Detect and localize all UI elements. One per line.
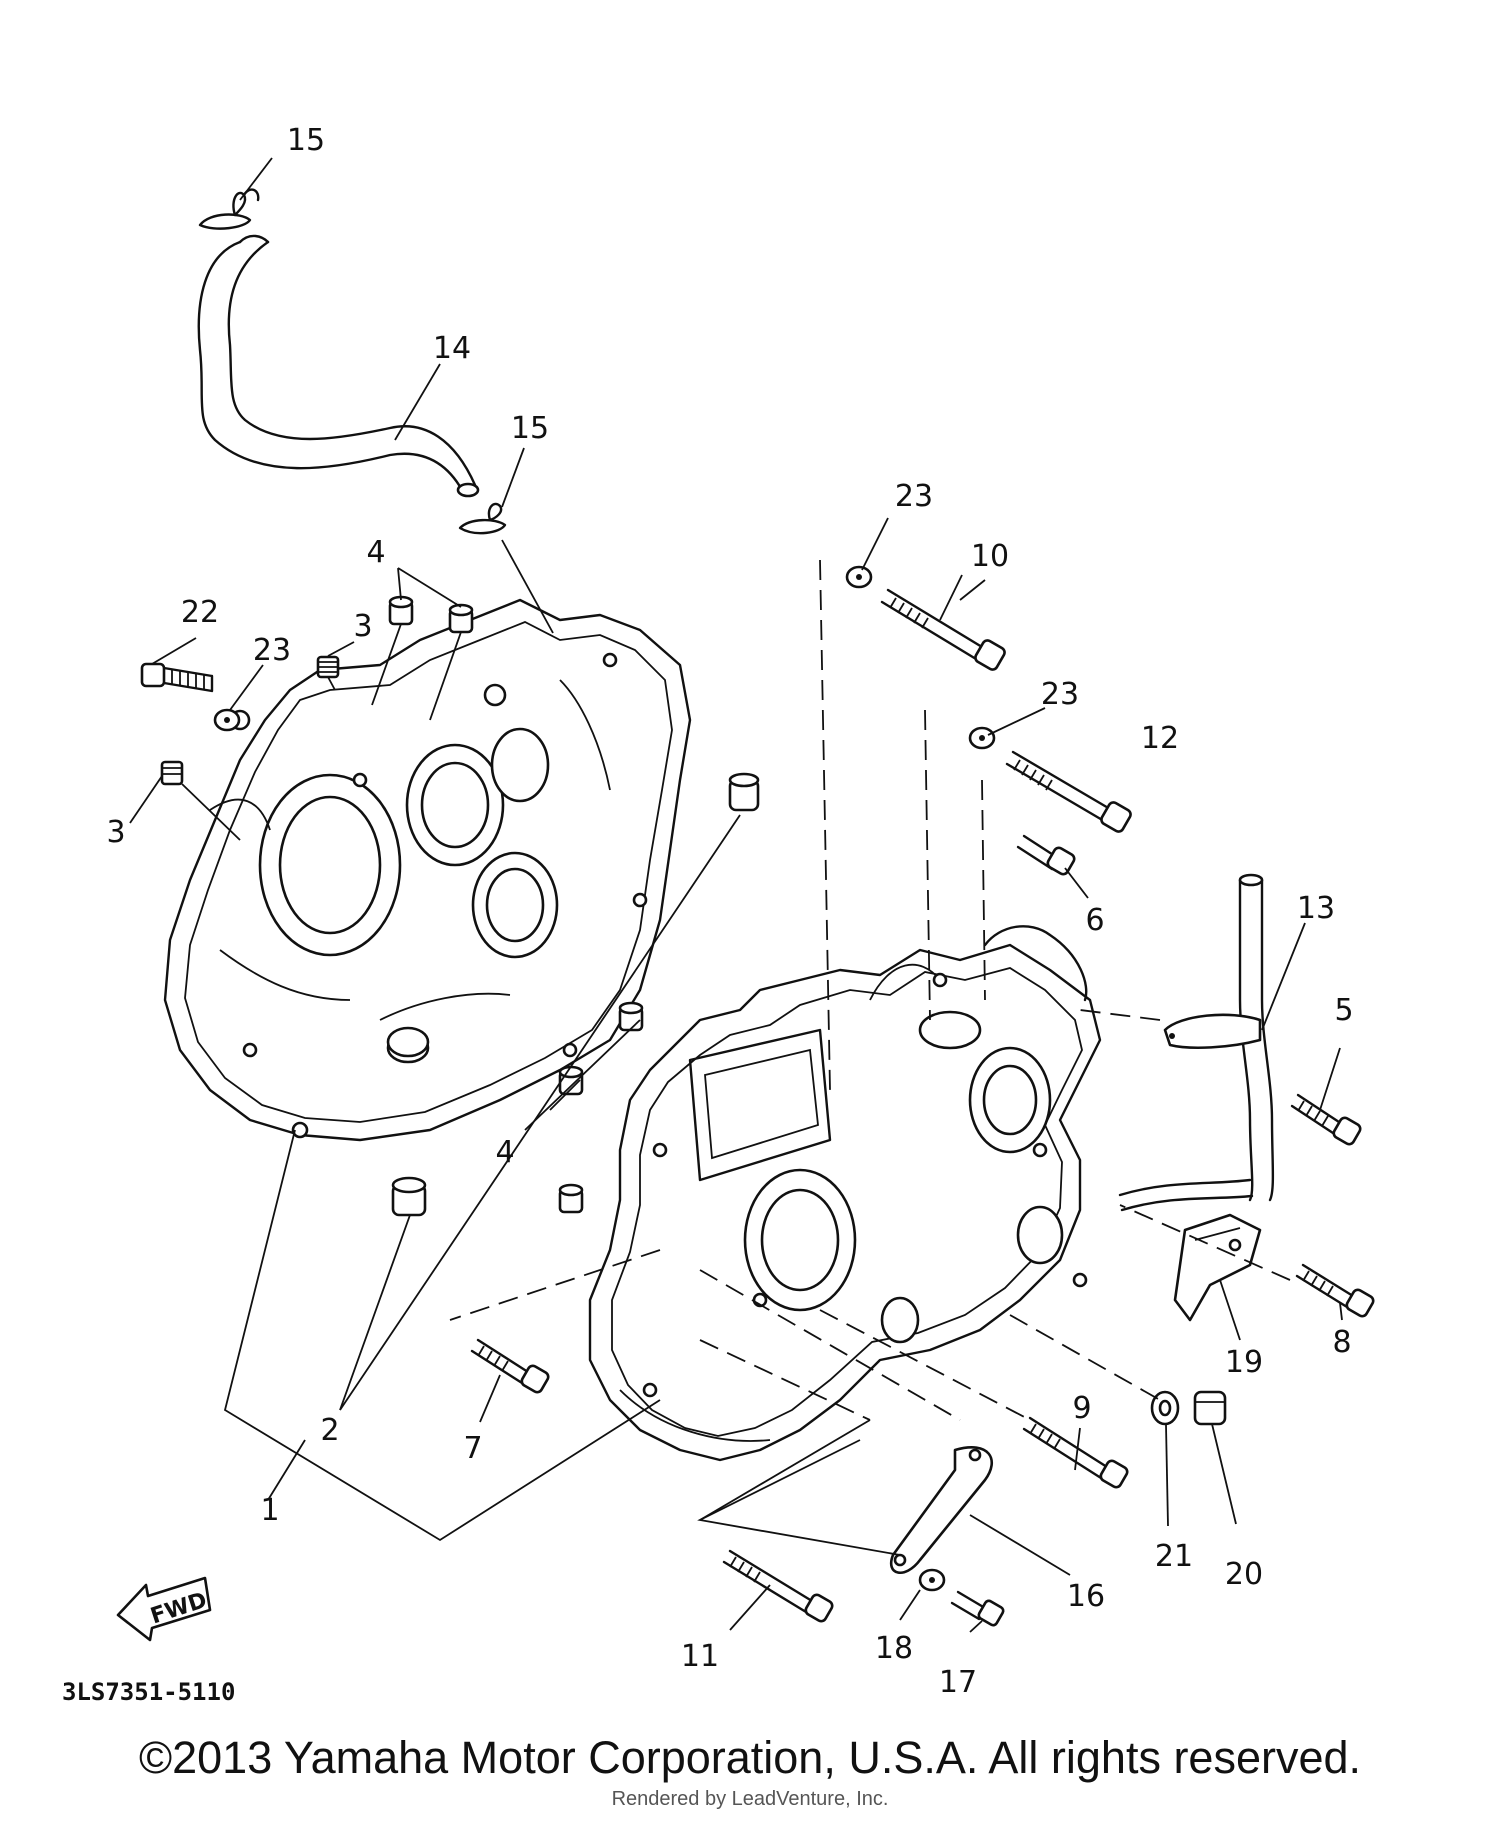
leader-lines (129, 157, 1343, 1633)
bolt-22 (140, 662, 214, 693)
hose-clamp-13 (1163, 1013, 1262, 1050)
breather-hose (197, 234, 480, 498)
collar-4-lower-b (618, 1001, 644, 1032)
callout-10: 10 (971, 539, 1009, 574)
callout-19: 19 (1225, 1345, 1263, 1380)
callout-8: 8 (1332, 1325, 1351, 1360)
washer-18 (918, 1568, 946, 1592)
callout-3-left: 3 (106, 815, 125, 850)
washer-23-top (845, 565, 873, 589)
callout-4-top: 4 (366, 535, 385, 570)
bolt-5 (1290, 1093, 1362, 1146)
callout-13: 13 (1297, 891, 1335, 926)
drain-plug-20 (1193, 1390, 1227, 1426)
callout-18: 18 (875, 1631, 913, 1666)
collar-4-right (448, 603, 474, 634)
rendered-by-credit: Rendered by LeadVenture, Inc. (611, 1788, 889, 1810)
bolt-6 (1016, 834, 1076, 876)
washer-21 (1150, 1390, 1180, 1426)
dowel-pin-bottom (391, 1176, 427, 1217)
bolt-11 (722, 1549, 834, 1623)
callout-22: 22 (181, 595, 219, 630)
callout-7: 7 (463, 1431, 482, 1466)
hose-clip-lower (458, 502, 507, 535)
washer-23-mid (968, 726, 996, 750)
washer-23-left (213, 708, 241, 732)
callout-20: 20 (1225, 1557, 1263, 1592)
callout-4-lower: 4 (495, 1135, 514, 1170)
callout-2: 2 (320, 1413, 339, 1448)
callout-23-mid: 23 (1041, 677, 1079, 712)
hose-clip-upper (198, 188, 260, 230)
forward-arrow-icon: FWD (116, 1576, 212, 1642)
callout-11: 11 (681, 1639, 719, 1674)
collar-lower-left (558, 1183, 584, 1214)
callout-6: 6 (1085, 903, 1104, 938)
diagram-reference-code: 3LS7351-5110 (62, 1678, 235, 1706)
bracket-19 (1173, 1213, 1262, 1322)
callout-17: 17 (939, 1665, 977, 1700)
bolt-9 (1022, 1416, 1129, 1489)
callout-14: 14 (433, 331, 471, 366)
dowel-pin-top (728, 772, 760, 812)
callout-12: 12 (1141, 721, 1179, 756)
callout-23-top: 23 (895, 479, 933, 514)
callout-numbers: 15 14 15 4 3 22 23 3 23 10 23 12 6 13 5 … (106, 123, 1353, 1700)
bolt-17 (950, 1590, 1005, 1627)
copyright-notice: ©2013 Yamaha Motor Corporation, U.S.A. A… (138, 1732, 1362, 1783)
plug-3-left (160, 760, 184, 786)
callout-15-mid: 15 (511, 411, 549, 446)
left-crankcase-half (163, 598, 692, 1142)
plug-3-top (316, 655, 340, 679)
callout-1: 1 (260, 1493, 279, 1528)
callout-21: 21 (1155, 1539, 1193, 1574)
callout-15-top: 15 (287, 123, 325, 158)
collar-4-left (388, 595, 414, 626)
callout-9: 9 (1072, 1391, 1091, 1426)
callout-5: 5 (1334, 993, 1353, 1028)
callout-16: 16 (1067, 1579, 1105, 1614)
bolt-10 (880, 588, 1006, 671)
bolt-12 (1005, 750, 1132, 833)
callout-3-top: 3 (353, 609, 372, 644)
callout-23-left: 23 (253, 633, 291, 668)
bolt-7 (470, 1338, 550, 1394)
plate-16 (890, 1446, 994, 1575)
right-crankcase-half (588, 925, 1102, 1462)
bolt-8 (1295, 1263, 1375, 1318)
